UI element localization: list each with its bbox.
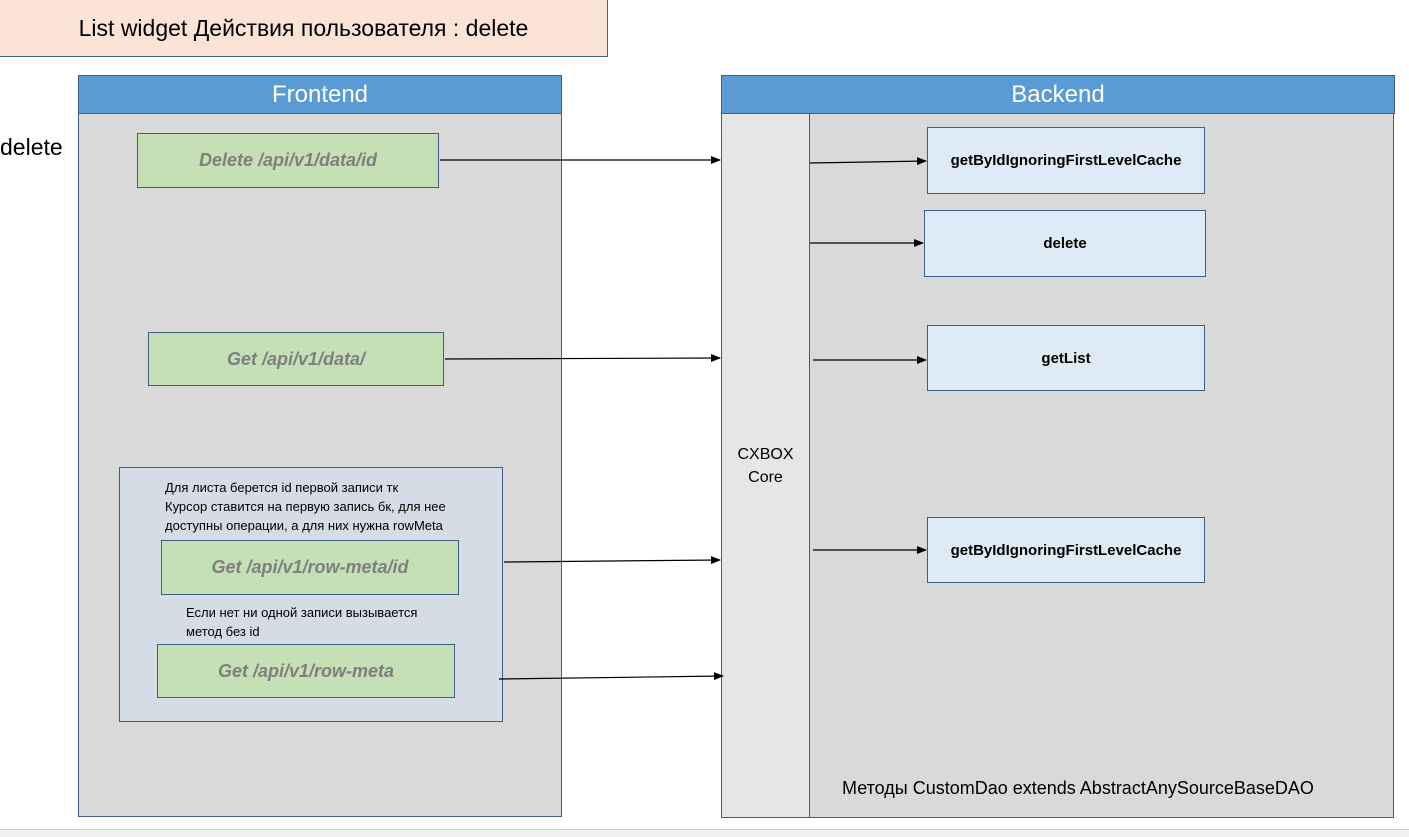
backend-header: Backend	[721, 75, 1395, 114]
cxbox-core-column: CXBOX Core	[721, 113, 810, 818]
method-box-delete: delete	[924, 210, 1206, 277]
note-line: доступны операции, а для них нужна rowMe…	[165, 518, 443, 533]
note-line: Для листа берется id первой записи тк	[165, 480, 399, 495]
note-line: Курсор ставится на первую запись бк, для…	[165, 499, 446, 514]
delete-request-box: Delete /api/v1/data/id	[137, 133, 439, 188]
method-box-get-by-id-1: getByIdIgnoringFirstLevelCache	[927, 127, 1205, 194]
method-box-get-list: getList	[927, 325, 1205, 391]
frontend-header: Frontend	[78, 75, 562, 114]
group-note-first-record: Для листа берется id первой записи тк Ку…	[165, 478, 495, 535]
core-label-line-2: Core	[748, 468, 783, 486]
window-bottom-bar	[0, 829, 1409, 837]
method-box-get-by-id-2: getByIdIgnoringFirstLevelCache	[927, 517, 1205, 583]
arrow-core-to-get-by-id-1	[809, 157, 927, 166]
group-note-no-records: Если нет ни одной записи вызывается мето…	[186, 603, 486, 641]
side-label: delete	[0, 134, 63, 160]
arrow-row-meta-id-to-core	[503, 556, 721, 565]
diagram-title: List widget Действия пользователя : dele…	[0, 0, 608, 57]
row-meta-request-box: Get /api/v1/row-meta	[157, 644, 455, 698]
row-meta-id-request-box: Get /api/v1/row-meta/id	[161, 540, 459, 595]
arrow-get-data-to-core	[444, 354, 721, 363]
get-data-request-box: Get /api/v1/data/	[148, 332, 444, 386]
core-label-line-1: CXBOX	[737, 445, 794, 463]
note-line: Если нет ни одной записи вызывается	[186, 605, 418, 620]
backend-footer-note: Методы CustomDao extends AbstractAnySour…	[842, 778, 1314, 798]
note-line: метод без id	[186, 624, 260, 639]
arrow-row-meta-to-core	[498, 672, 724, 681]
